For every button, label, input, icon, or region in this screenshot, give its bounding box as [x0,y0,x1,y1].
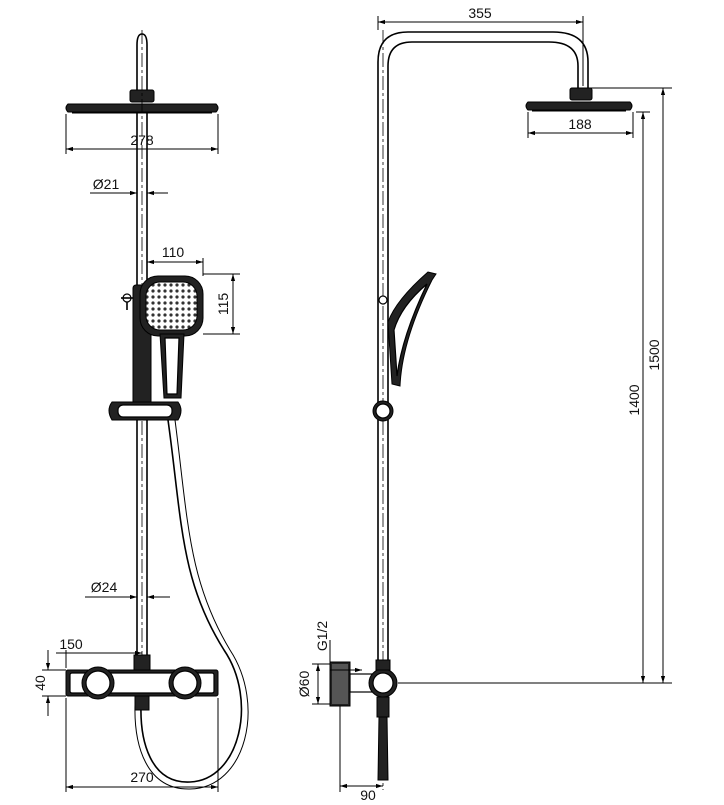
dim-valve-height: 40 [32,650,66,716]
side-valve-top [375,659,391,671]
dim-text-d21: Ø21 [93,176,120,192]
dim-text-110: 110 [162,244,185,260]
dim-text-150: 150 [59,636,83,652]
side-head-connector [569,87,593,101]
dim-arm-diameter: Ø21 [90,176,168,196]
dim-head-height: 1400 [626,111,650,683]
side-slider-knob [378,295,388,305]
dim-riser-diameter: Ø24 [85,579,170,600]
dim-text-270: 270 [130,769,154,785]
dim-text-90: 90 [360,787,376,803]
side-wall-hatch [332,664,348,704]
dim-text-188: 188 [568,116,592,132]
front-hose-outer [140,419,243,783]
dim-wall-projection: 90 [339,706,383,803]
dim-thread-size: G1/2 [314,621,362,676]
front-view: 278 Ø21 110 115 Ø24 150 [32,30,249,792]
dim-hand-shower-width: 110 [146,244,204,276]
dim-text-1500: 1500 [646,339,662,370]
dim-flange-diameter: Ø60 [296,663,330,705]
side-hose-outlet [377,716,389,781]
dim-text-d24: Ø24 [91,579,118,595]
front-hand-shower-spray-face [145,281,198,331]
side-valve-outlet [376,696,390,718]
dim-valve-center-offset: 150 [56,636,142,668]
dim-side-arm-reach: 355 [377,5,584,86]
side-view: 355 188 1500 1400 G1/2 Ø60 [296,5,672,803]
front-valve-outlet [134,695,150,711]
dim-text-g12: G1/2 [314,621,330,652]
dim-text-278: 278 [130,132,154,148]
dim-front-head-width: 278 [65,114,219,154]
side-riser-arm-outer [377,31,589,660]
dim-text-115: 115 [215,293,231,316]
dim-text-1400: 1400 [626,384,642,415]
dim-overall-height: 1500 [398,87,672,684]
front-valve-top-connector [133,654,151,671]
side-riser-arm-inner [387,41,579,660]
dim-valve-width: 270 [65,698,219,792]
dim-text-355: 355 [468,5,492,21]
dim-hand-shower-height: 115 [203,273,240,335]
side-rain-head [525,101,633,111]
dim-side-head-width: 188 [527,112,634,138]
dim-text-d60: Ø60 [296,671,312,698]
front-hose-inner [134,419,249,790]
dim-text-40: 40 [32,675,48,691]
